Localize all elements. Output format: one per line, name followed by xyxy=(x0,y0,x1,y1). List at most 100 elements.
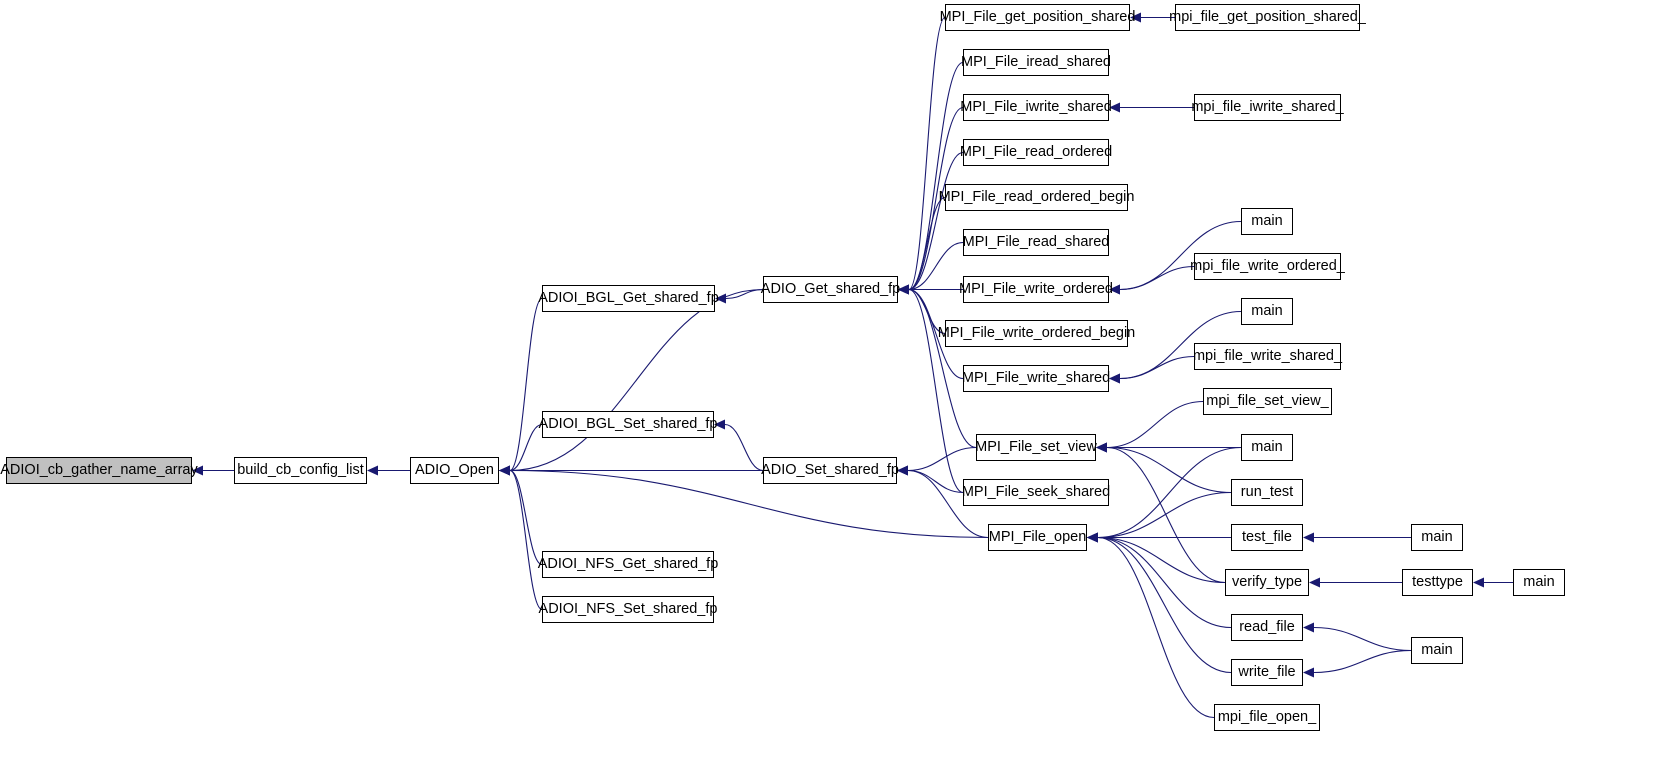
graph-node-build_cb_config_list[interactable]: build_cb_config_list xyxy=(234,457,367,484)
graph-node-label: MPI_File_write_ordered_begin xyxy=(937,325,1136,342)
graph-node-mpi_file_write_shared_f[interactable]: mpi_file_write_shared_ xyxy=(1193,343,1342,370)
graph-node-label: MPI_File_write_ordered xyxy=(959,281,1113,298)
graph-node-mpi_file_set_view[interactable]: MPI_File_set_view xyxy=(975,434,1097,461)
graph-node-label: read_file xyxy=(1239,619,1295,636)
graph-node-run_test[interactable]: run_test xyxy=(1231,479,1303,506)
graph-edge xyxy=(907,469,964,494)
graph-edge xyxy=(1313,626,1412,652)
graph-edge-arrowhead xyxy=(1109,284,1120,295)
graph-node-label: MPI_File_iwrite_shared xyxy=(960,99,1112,116)
graph-edge-arrowhead xyxy=(1303,532,1314,543)
graph-node-adioi_bgl_set_shared_fp[interactable]: ADIOI_BGL_Set_shared_fp xyxy=(539,411,717,438)
graph-edge-arrowhead xyxy=(1087,532,1098,543)
graph-node-adio_set_shared_fp[interactable]: ADIO_Set_shared_fp xyxy=(761,457,899,484)
graph-node-label: ADIO_Set_shared_fp xyxy=(761,462,899,479)
graph-node-label: testtype xyxy=(1412,574,1463,591)
graph-node-label: mpi_file_iwrite_shared_ xyxy=(1191,99,1344,116)
graph-edge-arrowhead xyxy=(714,419,725,430)
graph-node-label: MPI_File_iread_shared xyxy=(961,54,1111,71)
graph-edge xyxy=(509,297,543,472)
graph-edge-arrowhead xyxy=(1109,373,1120,384)
graph-node-mpi_file_read_shared[interactable]: MPI_File_read_shared xyxy=(963,229,1109,256)
graph-edge xyxy=(908,288,964,494)
graph-node-label: ADIOI_cb_gather_name_array xyxy=(0,462,198,479)
graph-edge xyxy=(509,288,764,472)
graph-edge xyxy=(1106,446,1232,494)
graph-node-mpi_file_write_ordered_f[interactable]: mpi_file_write_ordered_ xyxy=(1190,253,1345,280)
graph-node-label: MPI_File_open xyxy=(988,529,1087,546)
graph-node-mpi_file_write_ordered[interactable]: MPI_File_write_ordered xyxy=(959,276,1113,303)
graph-edge xyxy=(1119,355,1195,380)
graph-edge xyxy=(907,446,977,472)
graph-node-mpi_file_write_shared[interactable]: MPI_File_write_shared xyxy=(961,365,1111,392)
graph-node-main_testtype[interactable]: main xyxy=(1513,569,1565,596)
graph-node-mpi_file_open_f[interactable]: mpi_file_open_ xyxy=(1214,704,1320,731)
graph-edge xyxy=(908,241,964,291)
graph-node-testtype[interactable]: testtype xyxy=(1402,569,1473,596)
graph-node-adio_open[interactable]: ADIO_Open xyxy=(410,457,499,484)
graph-node-read_file[interactable]: read_file xyxy=(1231,614,1303,641)
graph-edge-arrowhead xyxy=(1096,442,1107,453)
graph-node-main_test_file[interactable]: main xyxy=(1411,524,1463,551)
graph-node-mpi_file_seek_shared[interactable]: MPI_File_seek_shared xyxy=(961,479,1111,506)
graph-edge-arrowhead xyxy=(1303,622,1314,633)
graph-edge-arrowhead xyxy=(1473,577,1484,588)
graph-node-label: MPI_File_read_ordered xyxy=(959,144,1113,161)
graph-node-label: mpi_file_get_position_shared_ xyxy=(1169,9,1366,26)
graph-edge-arrowhead xyxy=(1130,12,1141,23)
graph-node-label: mpi_file_set_view_ xyxy=(1206,393,1329,410)
graph-edge xyxy=(908,151,964,291)
graph-edge xyxy=(1106,400,1204,449)
graph-node-main_write_shared[interactable]: main xyxy=(1241,298,1293,325)
graph-edge xyxy=(724,423,764,472)
graph-node-adioi_cb_gather_name_array[interactable]: ADIOI_cb_gather_name_array xyxy=(0,457,198,484)
graph-node-label: main xyxy=(1251,439,1283,456)
graph-node-adioi_nfs_set_shared_fp[interactable]: ADIOI_NFS_Set_shared_fp xyxy=(539,596,717,623)
graph-edge-arrowhead xyxy=(897,465,908,476)
graph-node-label: MPI_File_seek_shared xyxy=(961,484,1111,501)
graph-node-mpi_file_iwrite_shared[interactable]: MPI_File_iwrite_shared xyxy=(960,94,1112,121)
graph-node-main_write_ordered[interactable]: main xyxy=(1241,208,1293,235)
graph-node-label: MPI_File_get_position_shared xyxy=(939,9,1136,26)
graph-node-label: ADIOI_NFS_Get_shared_fp xyxy=(537,556,719,573)
graph-node-label: MPI_File_write_shared xyxy=(961,370,1111,387)
graph-node-label: main xyxy=(1251,303,1283,320)
graph-edge xyxy=(1097,446,1242,539)
graph-node-label: main xyxy=(1251,213,1283,230)
graph-edge xyxy=(907,469,989,539)
graph-node-mpi_file_read_ordered_begin[interactable]: MPI_File_read_ordered_begin xyxy=(939,184,1134,211)
graph-node-mpi_file_open[interactable]: MPI_File_open xyxy=(988,524,1087,551)
graph-edge xyxy=(1097,536,1226,584)
graph-edge xyxy=(509,423,543,472)
graph-node-write_file[interactable]: write_file xyxy=(1231,659,1303,686)
graph-edge-arrowhead xyxy=(1109,102,1120,113)
graph-node-mpi_file_get_position_shared_f[interactable]: mpi_file_get_position_shared_ xyxy=(1169,4,1366,31)
graph-edge-arrowhead xyxy=(192,465,203,476)
graph-node-label: MPI_File_read_ordered_begin xyxy=(938,189,1135,206)
graph-node-mpi_file_iread_shared[interactable]: MPI_File_iread_shared xyxy=(961,49,1111,76)
graph-edge xyxy=(1097,536,1232,629)
graph-node-label: ADIOI_NFS_Set_shared_fp xyxy=(538,601,718,618)
graph-node-mpi_file_iwrite_shared_f[interactable]: mpi_file_iwrite_shared_ xyxy=(1191,94,1344,121)
graph-node-label: run_test xyxy=(1240,484,1294,501)
graph-node-mpi_file_get_position_shared[interactable]: MPI_File_get_position_shared xyxy=(940,4,1135,31)
graph-node-verify_type[interactable]: verify_type xyxy=(1225,569,1309,596)
graph-node-main_read_write_file[interactable]: main xyxy=(1411,637,1463,664)
graph-node-main_set_view[interactable]: main xyxy=(1241,434,1293,461)
graph-edge-arrowhead xyxy=(1303,667,1314,678)
graph-node-mpi_file_read_ordered[interactable]: MPI_File_read_ordered xyxy=(959,139,1113,166)
graph-node-adioi_nfs_get_shared_fp[interactable]: ADIOI_NFS_Get_shared_fp xyxy=(538,551,718,578)
graph-edge xyxy=(1119,265,1195,291)
graph-node-label: ADIO_Open xyxy=(415,462,494,479)
graph-edge xyxy=(509,469,543,566)
graph-node-mpi_file_write_ordered_begin[interactable]: MPI_File_write_ordered_begin xyxy=(938,320,1135,347)
graph-node-adioi_bgl_get_shared_fp[interactable]: ADIOI_BGL_Get_shared_fp xyxy=(538,285,719,312)
graph-node-test_file[interactable]: test_file xyxy=(1231,524,1303,551)
graph-node-label: write_file xyxy=(1238,664,1296,681)
graph-edge-arrowhead xyxy=(1309,577,1320,588)
graph-edge xyxy=(1097,536,1232,674)
graph-node-label: verify_type xyxy=(1231,574,1303,591)
graph-node-mpi_file_set_view_f[interactable]: mpi_file_set_view_ xyxy=(1203,388,1332,415)
graph-node-adio_get_shared_fp[interactable]: ADIO_Get_shared_fp xyxy=(761,276,900,303)
